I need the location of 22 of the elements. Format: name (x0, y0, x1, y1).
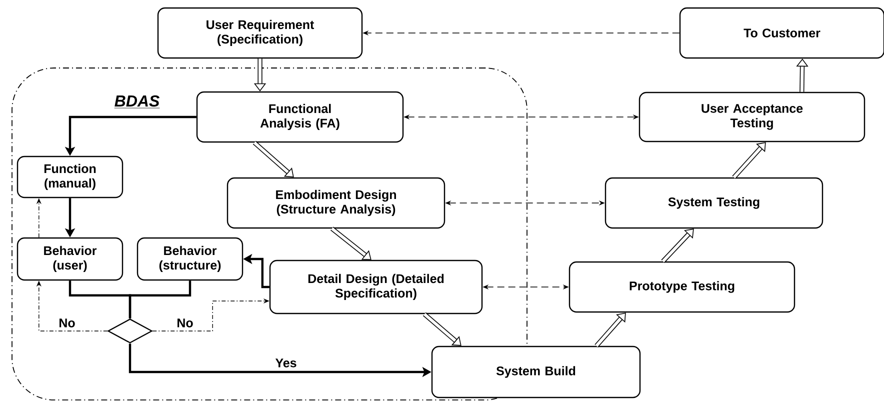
process-box: System Build (431, 346, 641, 398)
edge-label: No (176, 318, 194, 328)
process-box: Function (manual) (16, 156, 124, 198)
process-box: Detail Design (Detailed Specification) (269, 260, 483, 314)
process-box: System Testing (604, 177, 824, 229)
process-box: User Acceptance Testing (638, 92, 866, 142)
process-box: Embodiment Design (Structure Analysis) (226, 177, 446, 229)
connector-line (128, 280, 192, 318)
hollow-arrow (594, 312, 626, 348)
process-box: Functional Analysis (FA) (196, 91, 404, 143)
hollow-arrow (661, 228, 694, 263)
process-box: Behavior (user) (16, 237, 124, 281)
process-box: To Customer (679, 7, 884, 59)
hollow-arrow (732, 142, 766, 179)
edge-label: Yes (274, 358, 298, 368)
edge-label: No (58, 318, 76, 328)
hollow-arrow (422, 312, 462, 346)
hollow-arrow (252, 140, 294, 178)
process-box: Behavior (structure) (136, 237, 244, 281)
process-box: Prototype Testing (568, 261, 796, 313)
hollow-arrow (330, 226, 372, 260)
process-box: User Requirement (Specification) (157, 7, 363, 59)
